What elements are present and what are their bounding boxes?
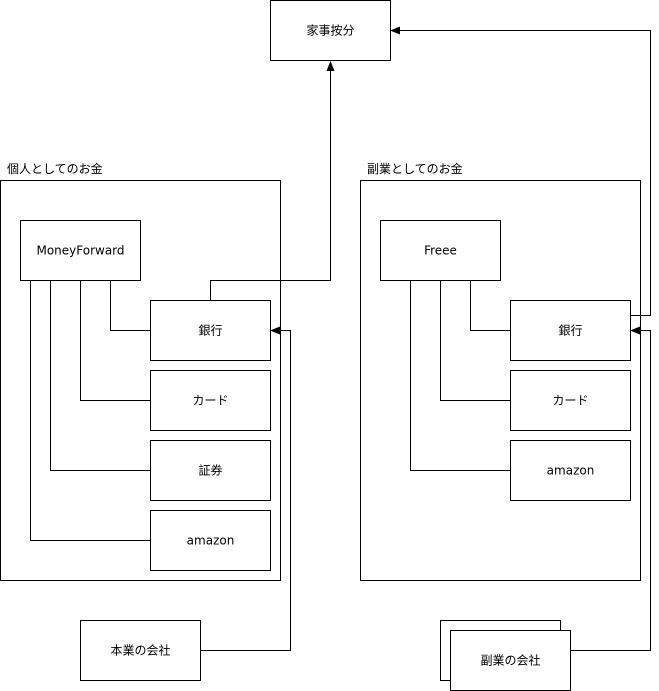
edge-freee-bank (470, 280, 510, 331)
business-bank-node[interactable] (510, 300, 631, 361)
personal-card-label: カード (192, 394, 228, 408)
personal-securities-label: 証券 (198, 463, 222, 478)
kaji-anbun-label: 家事按分 (306, 23, 354, 38)
arrow-business-bank-to-kaji (390, 26, 651, 316)
business-amazon-label: amazon (547, 464, 595, 478)
kaji-anbun-node[interactable] (270, 0, 391, 61)
edge-moneyforward-bank (110, 280, 150, 331)
personal-amazon-node[interactable] (150, 510, 271, 571)
edge-freee-amazon (410, 280, 510, 471)
edge-moneyforward-amazon (30, 280, 150, 541)
business-card-label: カード (552, 394, 588, 408)
personal-bank-label: 銀行 (198, 324, 222, 338)
moneyforward-label: MoneyForward (36, 244, 124, 258)
side-company-label: 副業の会社 (480, 653, 540, 668)
business-bank-label: 銀行 (558, 324, 582, 338)
freee-label: Freee (424, 244, 457, 258)
edge-moneyforward-card (80, 280, 150, 401)
arrow-main-company-to-personal-bank (200, 326, 291, 651)
arrow-personal-bank-to-kaji (210, 61, 335, 300)
business-card-node[interactable] (510, 370, 631, 431)
personal-securities-node[interactable] (150, 440, 271, 501)
personal-bank-node[interactable] (150, 300, 271, 361)
group-label-business: 副業としてのお金 (367, 161, 463, 176)
arrow-side-company-to-business-bank (570, 326, 651, 651)
personal-amazon-label: amazon (187, 534, 235, 548)
side-company-node[interactable] (450, 630, 571, 691)
edge-freee-card (440, 280, 510, 401)
personal-card-node[interactable] (150, 370, 271, 431)
edge-moneyforward-securities (50, 280, 150, 471)
moneyforward-node[interactable] (20, 220, 141, 281)
freee-node[interactable] (380, 220, 501, 281)
group-label-personal: 個人としてのお金 (7, 161, 103, 176)
main-company-label: 本業の会社 (110, 643, 170, 658)
business-amazon-node[interactable] (510, 440, 631, 501)
main-company-node[interactable] (80, 620, 201, 681)
